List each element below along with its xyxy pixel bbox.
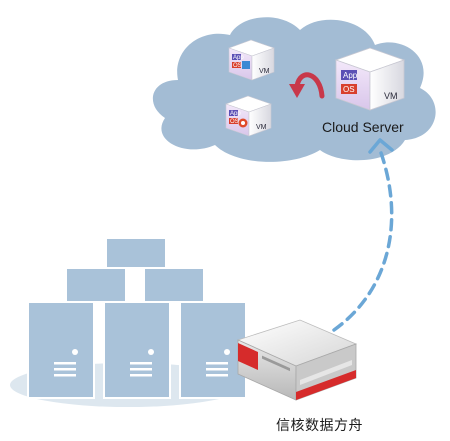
vm-2-app-text: App — [230, 111, 241, 117]
server-top — [105, 237, 167, 269]
vm-cube-1: App OS VM — [228, 39, 275, 81]
vm-cube-2: App OS VM — [225, 95, 272, 137]
server-cluster — [27, 237, 247, 399]
vm-1-app-text: App — [233, 55, 244, 61]
vm-2-os-text: OS — [230, 119, 239, 125]
vm-1-vm-text: VM — [259, 68, 270, 75]
vm-server-app-text: App — [343, 71, 358, 80]
server-bottom-right — [179, 301, 247, 399]
migration-arrow-icon — [289, 72, 325, 99]
vm-server-vm-text: VM — [384, 91, 398, 101]
vm-1-os-text: OS — [233, 63, 242, 69]
server-bottom-middle — [103, 301, 171, 399]
server-details — [54, 349, 230, 377]
appliance-device — [236, 319, 358, 401]
server-mid-right — [143, 267, 205, 303]
cloud-server-label: Cloud Server — [322, 119, 404, 135]
vm-2-vm-text: VM — [256, 124, 267, 131]
server-bottom-left — [27, 301, 95, 399]
vm-cube-server: App OS VM — [334, 47, 406, 111]
vm-server-os-text: OS — [343, 85, 355, 94]
server-mid-left — [65, 267, 127, 303]
replication-arrow — [332, 138, 394, 332]
appliance-label: 信核数据方舟 — [276, 417, 363, 433]
